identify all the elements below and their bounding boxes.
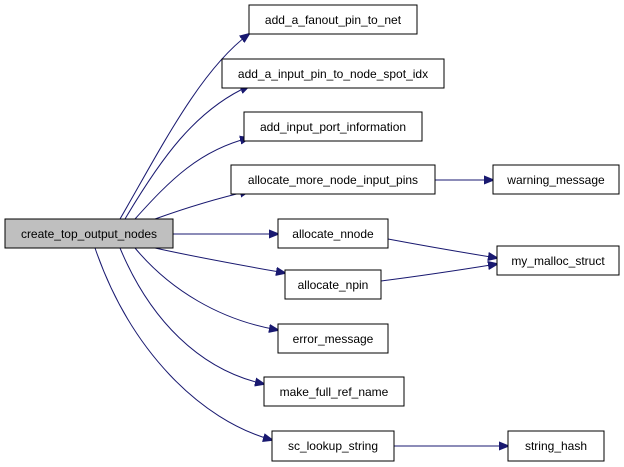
node-label: add_a_fanout_pin_to_net [265, 13, 402, 27]
node-label: add_input_port_information [260, 120, 406, 134]
edge-to-sc-lookup-string [94, 247, 272, 440]
node-label: allocate_nnode [292, 227, 374, 241]
edge-to-make-full-ref-name [119, 247, 264, 384]
node-box [271, 430, 395, 462]
node-label: warning_message [506, 173, 605, 187]
node-allocate-npin[interactable]: allocate_npin [284, 269, 382, 300]
node-box [263, 376, 405, 407]
edge-to-add-a-input-pin-to-node-spot-idx [124, 86, 249, 220]
edges-layer [94, 34, 508, 446]
node-sc-lookup-string[interactable]: sc_lookup_string [271, 430, 395, 462]
node-warning-message[interactable]: warning_message [492, 164, 620, 195]
edge-allocate-nnode-to-my-malloc-struct [387, 238, 497, 258]
node-label: allocate_more_node_input_pins [248, 173, 418, 187]
node-add-a-fanout-pin-to-net[interactable]: add_a_fanout_pin_to_net [248, 4, 418, 35]
node-box [230, 164, 436, 195]
node-error-message[interactable]: error_message [277, 323, 389, 354]
node-box [277, 218, 389, 249]
node-my-malloc-struct[interactable]: my_malloc_struct [496, 245, 620, 276]
node-add-a-input-pin-to-node-spot-idx[interactable]: add_a_input_pin_to_node_spot_idx [221, 58, 445, 89]
edge-to-error-message [134, 247, 278, 330]
node-box [284, 269, 382, 300]
edge-to-allocate-npin [154, 247, 285, 273]
node-box [221, 58, 445, 89]
node-label: error_message [293, 332, 374, 346]
node-box [4, 218, 174, 249]
edge-to-allocate-more-node-input-pins [154, 191, 249, 220]
node-label: string_hash [525, 439, 587, 453]
node-box [507, 430, 605, 462]
node-box [492, 164, 620, 195]
edge-allocate-npin-to-my-malloc-struct [380, 264, 497, 282]
node-label: add_a_input_pin_to_node_spot_idx [238, 67, 428, 81]
edge-to-add-input-port-information [134, 138, 249, 220]
node-allocate-more-node-input-pins[interactable]: allocate_more_node_input_pins [230, 164, 436, 195]
node-label: make_full_ref_name [280, 385, 389, 399]
node-make-full-ref-name[interactable]: make_full_ref_name [263, 376, 405, 407]
node-box [277, 323, 389, 354]
node-box [248, 4, 418, 35]
node-box [496, 245, 620, 276]
node-label: create_top_output_nodes [21, 227, 157, 241]
node-allocate-nnode[interactable]: allocate_nnode [277, 218, 389, 249]
node-box [243, 111, 423, 142]
node-create-top-output-nodes[interactable]: create_top_output_nodes [4, 218, 174, 249]
node-label: sc_lookup_string [288, 439, 378, 453]
nodes-layer: create_top_output_nodes add_a_fanout_pin… [4, 4, 620, 462]
node-label: allocate_npin [298, 278, 369, 292]
node-label: my_malloc_struct [511, 254, 605, 268]
edge-to-add-a-fanout-pin-to-net [119, 34, 249, 220]
node-string-hash[interactable]: string_hash [507, 430, 605, 462]
node-add-input-port-information[interactable]: add_input_port_information [243, 111, 423, 142]
